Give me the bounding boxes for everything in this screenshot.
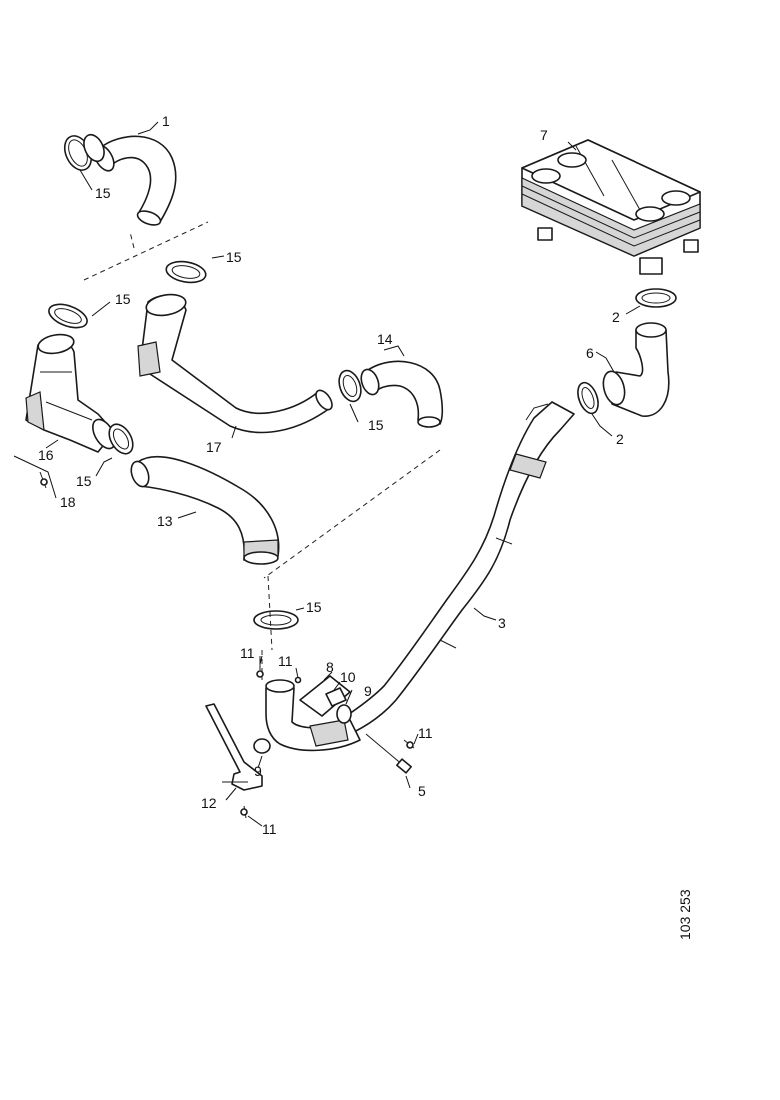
- hose-clamp-mid-15: [338, 369, 362, 403]
- hose-clamp-lower-15: [253, 610, 299, 630]
- heat-exchanger-part-7: [521, 139, 701, 275]
- drawing-reference-number: 103 253: [677, 889, 693, 940]
- pipe-part-3: [345, 401, 575, 733]
- callout-11-top-left: 11: [240, 645, 255, 661]
- callout-10: 10: [340, 669, 356, 685]
- o-ring-part-9: [253, 704, 352, 754]
- assembly-line: [267, 575, 273, 651]
- callout-labels: 1 15 15 15 14 15 17 16 15 18 13 15 7 2 6…: [38, 113, 624, 837]
- callout-8: 8: [326, 659, 334, 675]
- callout-15-lower: 15: [306, 599, 322, 615]
- callout-13: 13: [157, 513, 173, 529]
- pipe-part-17: [137, 293, 333, 434]
- hose-clamp-left-lower-15: [108, 423, 134, 455]
- hose-clamp-upper-left: [63, 133, 105, 171]
- assembly-line: [129, 231, 135, 249]
- callout-18: 18: [60, 494, 76, 510]
- callout-6: 6: [586, 345, 594, 361]
- assembly-line: [263, 449, 441, 579]
- callout-7: 7: [540, 127, 548, 143]
- callout-5: 5: [418, 783, 426, 799]
- bolt-part-5: [365, 733, 412, 774]
- callout-9-lower: 9: [254, 763, 262, 779]
- callout-15-top-left: 15: [95, 185, 111, 201]
- callout-12: 12: [201, 795, 217, 811]
- bracket-part-12: [205, 703, 263, 791]
- callout-16: 16: [38, 447, 54, 463]
- hose-part-13: [130, 456, 280, 565]
- callout-11-top: 11: [278, 653, 293, 669]
- callout-11-bottom: 11: [262, 821, 277, 837]
- gasket-part-10: [325, 687, 347, 707]
- pipe-manifold-part-16: [25, 333, 116, 453]
- callout-17: 17: [206, 439, 222, 455]
- callout-15-mid: 15: [368, 417, 384, 433]
- callout-2-lower: 2: [616, 431, 624, 447]
- callout-15-lower-left: 15: [76, 473, 92, 489]
- callout-15-top: 15: [226, 249, 242, 265]
- assembly-line: [83, 221, 209, 281]
- hose-clamp-part-2-upper: [635, 288, 677, 308]
- hose-clamp-part-2-lower: [577, 381, 599, 415]
- callout-1: 1: [162, 113, 170, 129]
- hose-clamp-top-15: [165, 260, 207, 284]
- screws-part-11: [240, 656, 415, 819]
- elbow-fitting-part-6: [602, 322, 670, 417]
- hose-elbow-part-14: [360, 360, 444, 428]
- hose-clamp-left-15: [48, 303, 88, 329]
- callout-15-left: 15: [115, 291, 131, 307]
- callout-11-right: 11: [418, 725, 433, 741]
- callout-14: 14: [377, 331, 393, 347]
- callout-2-upper: 2: [612, 309, 620, 325]
- callout-3: 3: [498, 615, 506, 631]
- callout-9-right: 9: [364, 683, 372, 699]
- bolts-part-18: [39, 471, 48, 489]
- leader-lines: [13, 121, 641, 827]
